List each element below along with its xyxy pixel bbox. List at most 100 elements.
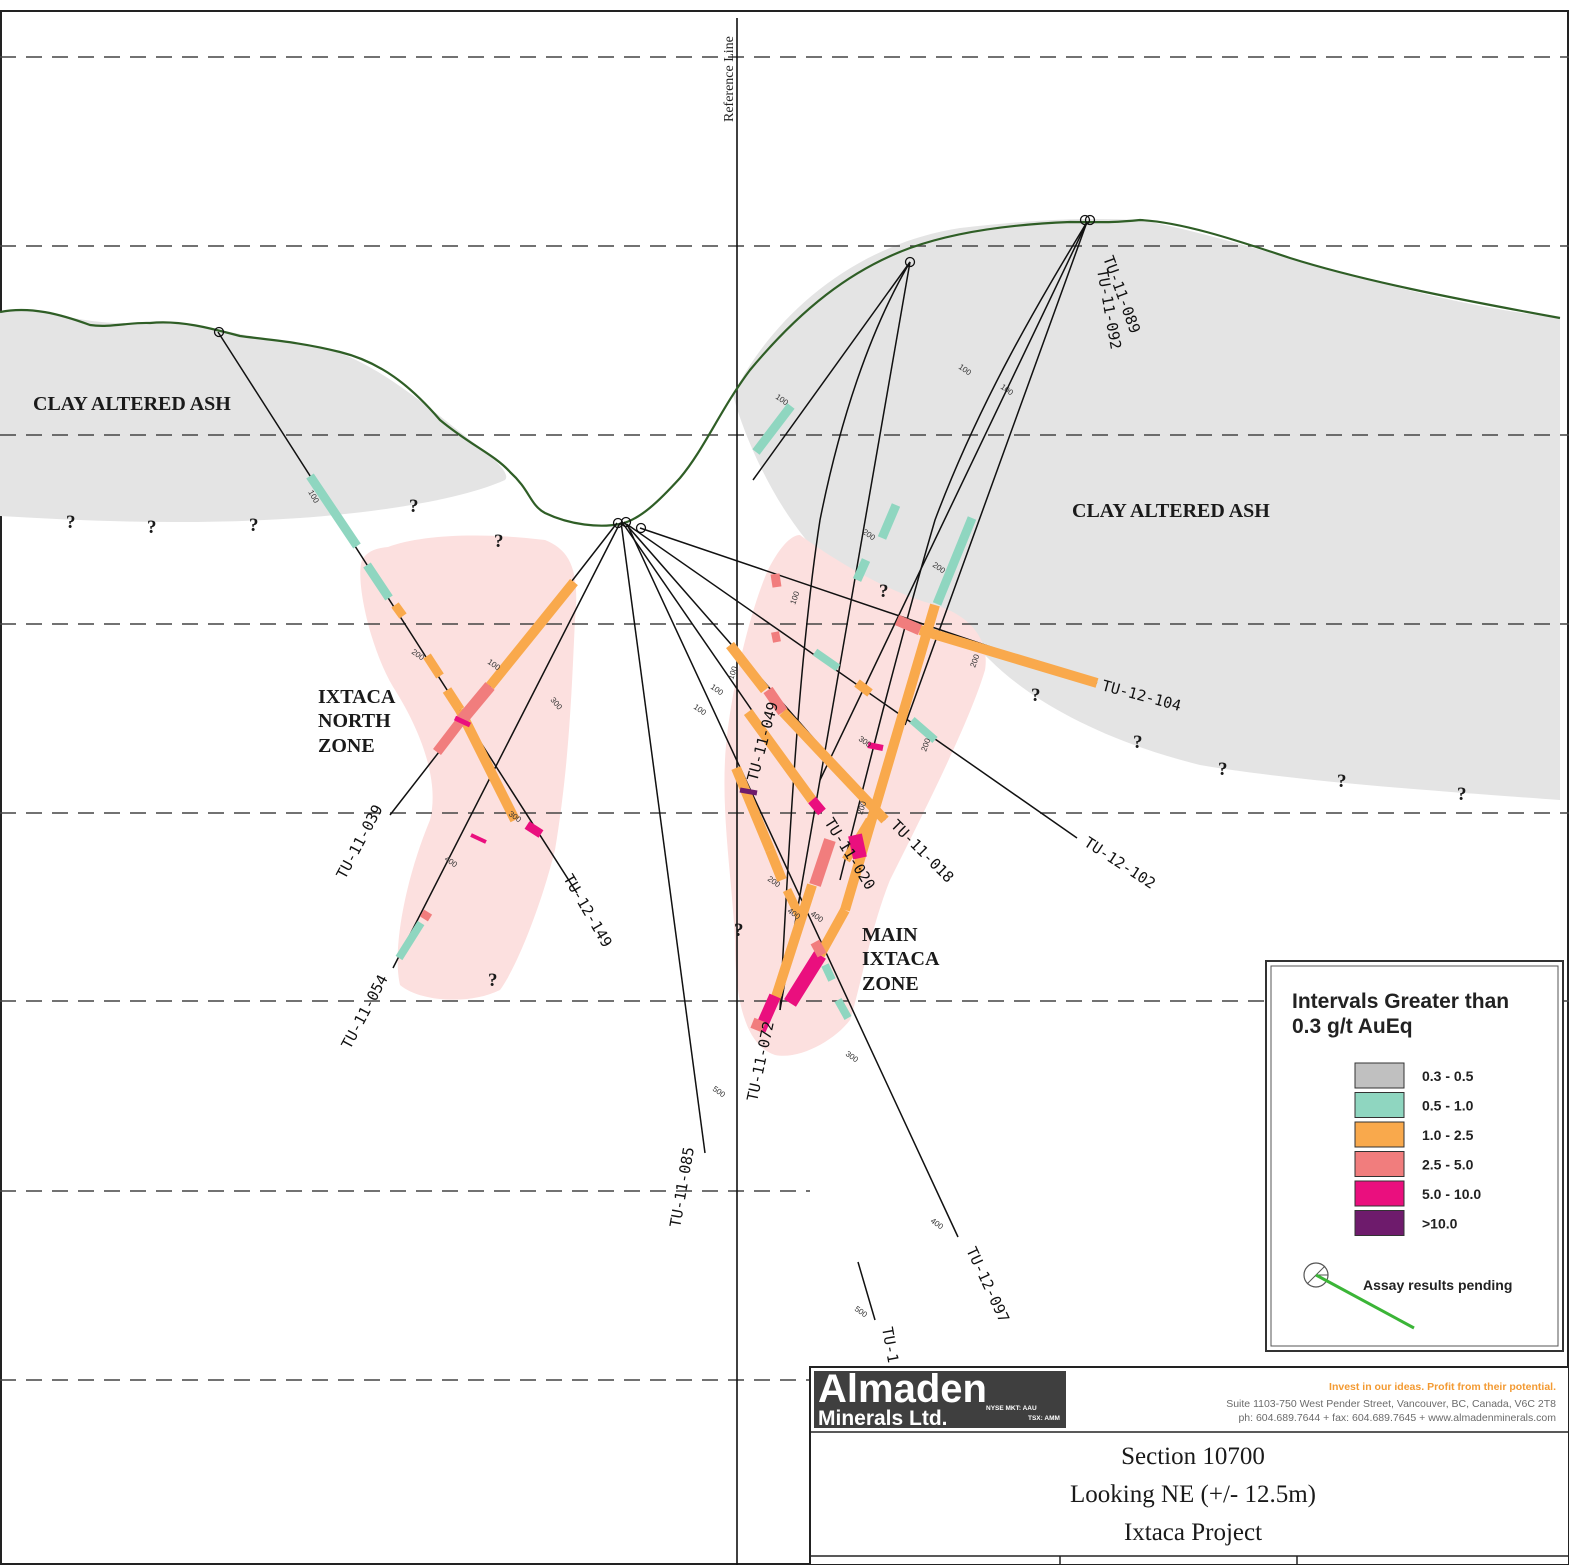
legend-swatch — [1354, 1180, 1405, 1207]
interval-039-e — [442, 687, 465, 713]
exchange-nyse: NYSE MKT: AAU — [986, 1405, 1037, 1412]
clay-altered-ash-left-area — [0, 310, 507, 523]
interval-097-c — [834, 998, 852, 1020]
interval-102-d — [909, 716, 938, 744]
legend-swatch — [1354, 1092, 1405, 1118]
legend-label: 0.3 - 0.5 — [1422, 1068, 1474, 1084]
interval-085-a — [809, 838, 836, 887]
question-mark: ? — [1031, 685, 1041, 706]
question-mark: ? — [66, 512, 76, 533]
depth-tick: 200 — [968, 653, 981, 669]
interval-049-a — [731, 766, 775, 852]
depth-tick: 100 — [726, 665, 739, 681]
depth-tick: 200 — [855, 800, 868, 816]
hole-label-tu-1: TU-1 — [878, 1326, 902, 1365]
interval-092-c — [815, 907, 850, 958]
pending-label: Assay results pending — [1363, 1277, 1512, 1293]
question-mark: ? — [1133, 732, 1143, 753]
question-mark: ? — [494, 531, 504, 552]
legend-title-line1: Intervals Greater than — [1292, 990, 1509, 1013]
question-mark: ? — [409, 496, 419, 517]
question-mark: ? — [147, 517, 157, 538]
legend-swatch — [1354, 1121, 1405, 1148]
interval-097-a — [810, 939, 827, 958]
legend-label: 2.5 - 5.0 — [1422, 1157, 1474, 1173]
trace-tu-11-072 — [779, 261, 911, 1011]
trace-tu-11-049 — [752, 261, 911, 481]
interval-039-f — [455, 707, 520, 823]
section-title: Section 10700 — [1121, 1443, 1265, 1470]
interval-018-d — [867, 742, 884, 751]
legend-label: >10.0 — [1422, 1216, 1458, 1232]
exchange-tsx: TSX: AMM — [1028, 1415, 1060, 1422]
interval-018-b — [763, 686, 788, 716]
interval-085-c — [770, 883, 817, 1002]
interval-049-c — [739, 787, 758, 796]
assay-intervals — [306, 403, 1099, 1033]
interval-054-c — [395, 920, 425, 961]
trace-tu-1 — [857, 1261, 876, 1321]
title-block: Almaden Minerals Ltd. NYSE MKT: AAU TSX:… — [809, 1366, 1569, 1565]
legend-title-line2: 0.3 g/t AuEq — [1292, 1015, 1413, 1038]
interval-092-d — [784, 951, 826, 1007]
depth-tick: 200 — [919, 737, 932, 753]
company-contact: ph: 604.689.7644 + fax: 604.689.7645 + w… — [1238, 1412, 1556, 1424]
interval-104-b — [894, 614, 923, 636]
interval-018-c — [779, 708, 889, 824]
interval-149-b — [455, 682, 495, 726]
question-mark: ? — [879, 581, 889, 602]
interval-149-d — [453, 715, 472, 728]
clay-altered-ash-right-area — [733, 218, 1560, 801]
interval-072-a — [752, 403, 795, 455]
interval-020-b — [808, 796, 826, 816]
interval-049-d — [782, 888, 805, 919]
interval-018-a — [726, 641, 769, 694]
collar-top-2 — [1084, 214, 1096, 226]
legend-label: 0.5 - 1.0 — [1422, 1098, 1474, 1114]
interval-039-a — [306, 473, 361, 549]
question-mark: ? — [734, 920, 744, 941]
collar-left — [213, 326, 225, 338]
interval-020-a — [743, 709, 817, 803]
trace-tu-11-054 — [392, 522, 621, 969]
interval-085-b — [848, 833, 867, 860]
interval-102-a — [771, 631, 781, 643]
interval-054-a — [470, 833, 487, 844]
interval-097-b — [821, 963, 836, 982]
pending-trace-icon — [1315, 1273, 1415, 1330]
trace-tu-11-089-lower — [839, 221, 1088, 881]
legend-panel: Intervals Greater than 0.3 g/t AuEq 0.3 … — [1265, 960, 1564, 1352]
company-logo-name: Almaden — [818, 1367, 987, 1411]
trace-tu-12-102 — [627, 524, 1078, 839]
company-logo-box — [814, 1371, 1066, 1428]
legend-swatch — [1354, 1062, 1405, 1089]
legend-label: 1.0 - 2.5 — [1422, 1127, 1474, 1143]
interval-104-c — [918, 625, 1099, 688]
interval-089-b — [852, 558, 871, 582]
legend-label: 5.0 - 10.0 — [1422, 1186, 1481, 1202]
legend-items: 0.3 - 0.5 0.5 - 1.0 1.0 - 2.5 2.5 - 5.0 5.0 … — [1354, 1062, 1481, 1236]
interval-085-e — [750, 1017, 766, 1033]
trace-tu-11-072-lower — [779, 261, 911, 1011]
interval-089-a — [877, 503, 901, 540]
interval-092-a — [932, 516, 977, 606]
collar-center-3 — [635, 522, 647, 534]
interval-054-b — [419, 909, 433, 922]
clay-altered-ash-right-label: CLAY ALTERED ASH — [1072, 500, 1270, 522]
project-name: Ixtaca Project — [1124, 1519, 1262, 1546]
clay-altered-ash-left-label: CLAY ALTERED ASH — [33, 393, 231, 415]
interval-149-a — [486, 578, 578, 690]
interval-039-g — [524, 821, 544, 838]
collar-center-1 — [612, 517, 624, 529]
reference-line-label: Reference Line — [722, 36, 737, 122]
trace-tu-11-092 — [904, 221, 1088, 726]
collar-top-1 — [1079, 214, 1091, 226]
trace-tu-11-085 — [620, 521, 706, 1154]
interval-039-d — [423, 653, 444, 679]
interval-104-a — [770, 573, 782, 588]
question-mark: ? — [249, 515, 259, 536]
collar-upper — [904, 256, 916, 268]
interval-102-c — [854, 679, 873, 697]
north-zone-label-1: IXTACA — [318, 686, 396, 708]
